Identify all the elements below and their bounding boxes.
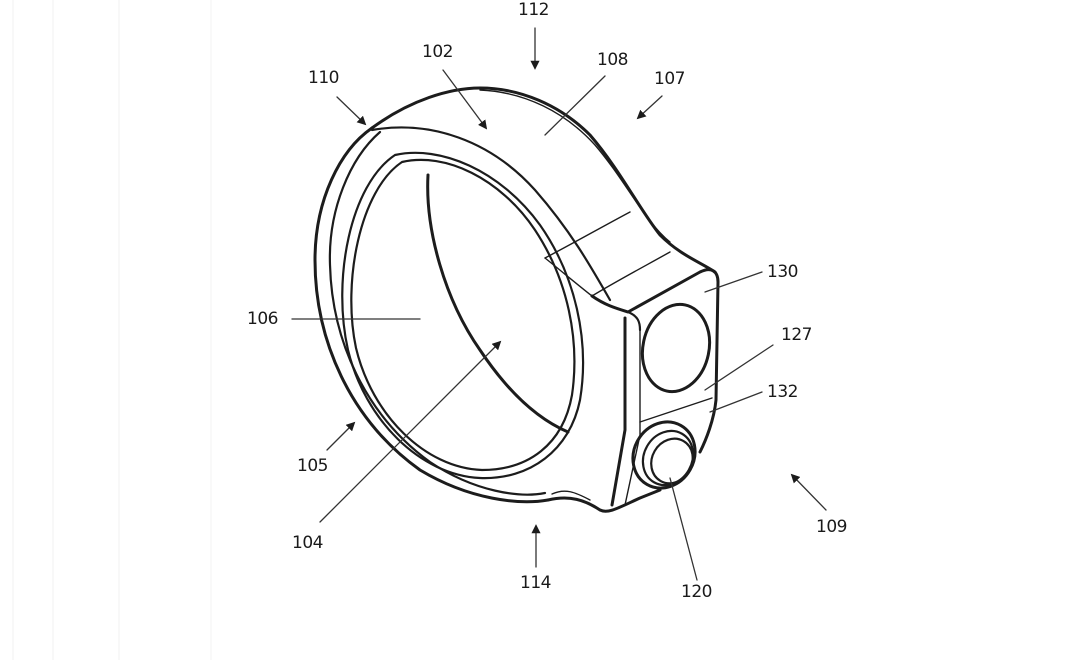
label-107: 107 [654, 69, 685, 89]
label-102: 102 [422, 42, 453, 62]
scan-streaks [12, 0, 212, 660]
label-120: 120 [681, 582, 712, 602]
label-105: 105 [297, 456, 328, 476]
ring-outer-band [313, 86, 717, 504]
electronics-housing [546, 268, 720, 513]
label-106: 106 [247, 309, 278, 329]
label-110: 110 [308, 68, 339, 88]
label-104: 104 [292, 533, 323, 553]
label-132: 132 [767, 382, 798, 402]
label-108: 108 [597, 50, 628, 70]
leader-lines [291, 27, 827, 581]
side-button [631, 420, 697, 490]
band-seams [544, 211, 671, 297]
label-114: 114 [520, 573, 551, 593]
label-127: 127 [781, 325, 812, 345]
ring-inner-opening [341, 151, 585, 480]
label-109: 109 [816, 517, 847, 537]
label-112: 112 [518, 0, 549, 20]
label-130: 130 [767, 262, 798, 282]
